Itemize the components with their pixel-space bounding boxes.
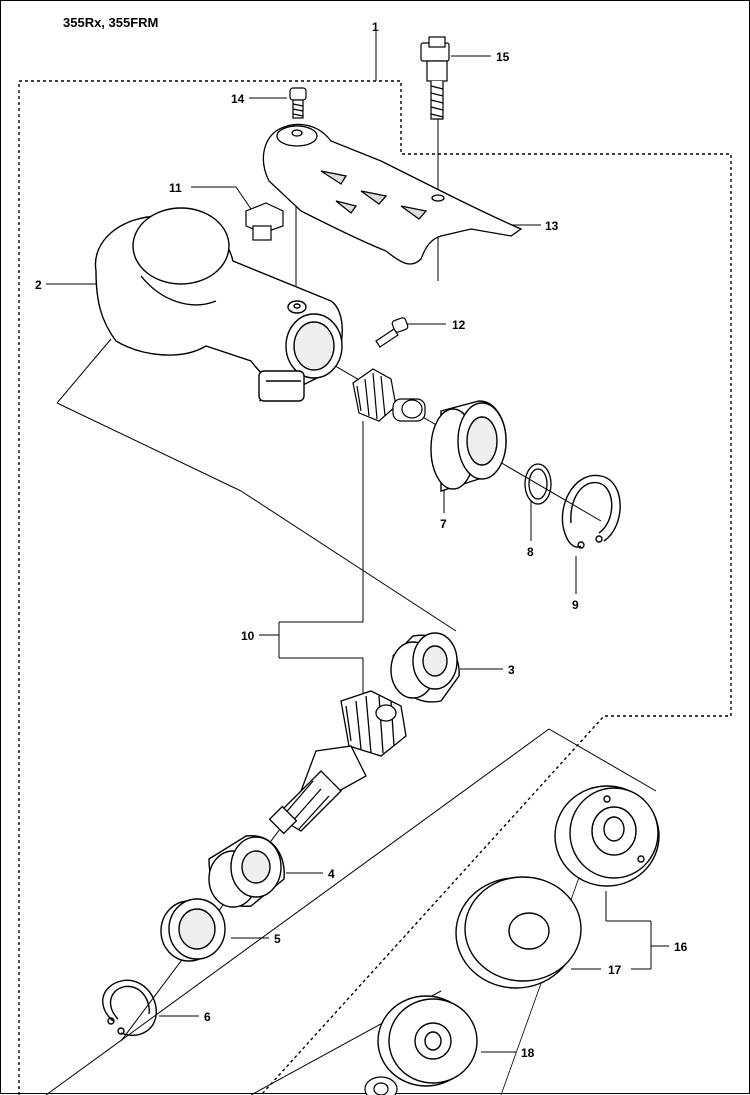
plug-11	[245, 202, 284, 241]
gear-housing-2	[94, 207, 343, 402]
callout-17: 17	[608, 963, 622, 977]
bearing-4	[208, 835, 285, 908]
circlip-6	[102, 979, 157, 1036]
circlip-9	[561, 474, 621, 549]
callout-4: 4	[328, 867, 335, 881]
callout-13: 13	[545, 219, 559, 233]
flange-16	[554, 785, 660, 887]
callout-6: 6	[204, 1010, 211, 1024]
callout-18: 18	[521, 1046, 535, 1060]
callout-3: 3	[508, 663, 515, 677]
circlip-8	[524, 463, 552, 505]
callout-15: 15	[496, 50, 510, 64]
callout-12: 12	[452, 318, 466, 332]
callout-1: 1	[372, 20, 379, 34]
bevel-gear-shaft-10-lower	[268, 690, 407, 835]
callout-7: 7	[440, 517, 447, 531]
screw-12	[375, 317, 409, 348]
screw-15	[420, 36, 450, 120]
nut-partial	[364, 1076, 398, 1095]
washer-17	[455, 876, 582, 989]
callout-14: 14	[231, 92, 245, 106]
callout-11: 11	[169, 181, 182, 195]
seal-5	[160, 898, 226, 962]
callout-5: 5	[274, 932, 281, 946]
clamp-housing-13	[262, 123, 523, 265]
bearing-3	[390, 632, 460, 703]
callout-8: 8	[527, 545, 534, 559]
model-title: 355Rx, 355FRM	[63, 15, 159, 30]
callout-16: 16	[674, 940, 688, 954]
callout-10: 10	[241, 629, 255, 643]
bevel-gear-10-upper	[352, 368, 426, 422]
callout-9: 9	[572, 598, 579, 612]
bearing-7	[430, 400, 507, 492]
screw-14	[289, 87, 307, 119]
callout-2: 2	[35, 278, 42, 292]
flange-18	[377, 995, 478, 1087]
assembly-boundary	[18, 80, 732, 1095]
